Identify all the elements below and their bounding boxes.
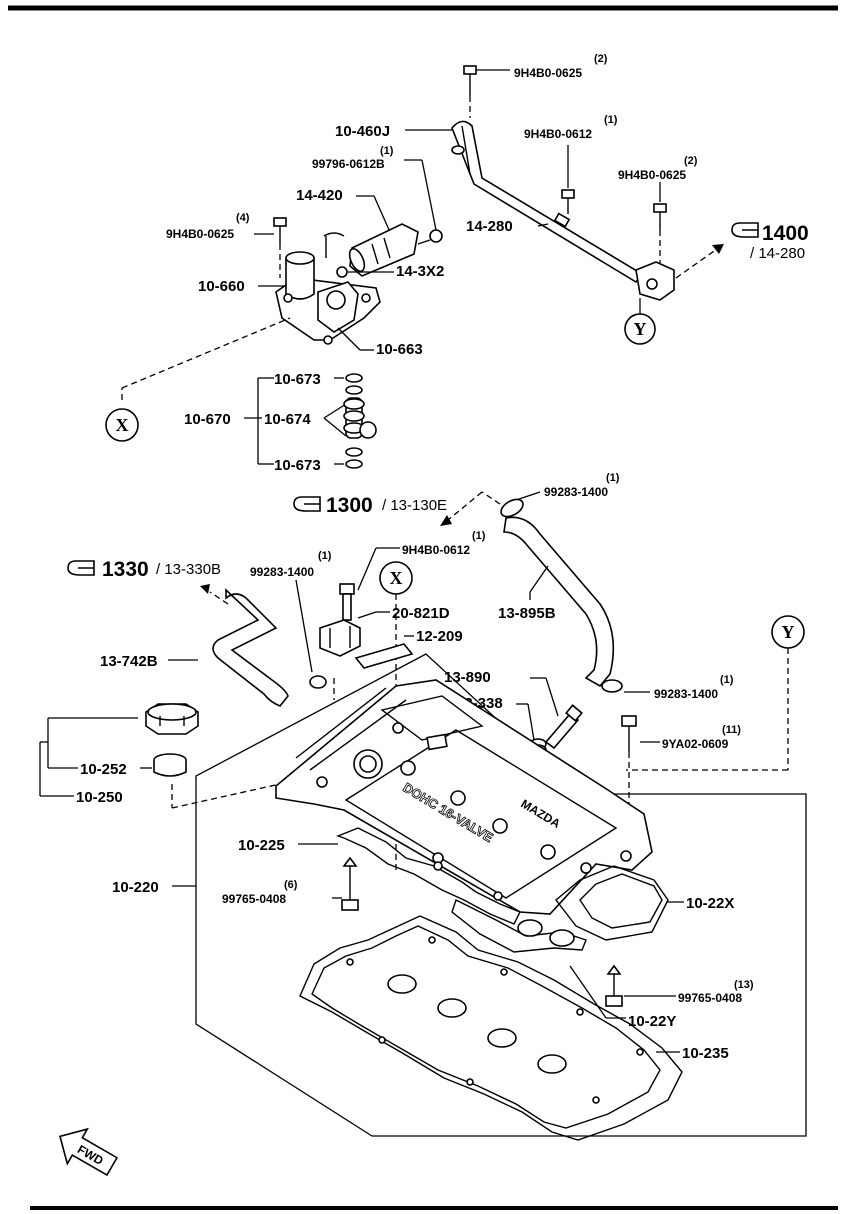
- cap-seal-10-252: [153, 753, 187, 777]
- ref-1400-sub: / 14-280: [750, 245, 805, 262]
- ref-1330-number: 1330: [102, 558, 149, 581]
- qty-99796-0612b: (1): [380, 145, 394, 157]
- label-10-225: 10-225: [238, 837, 285, 854]
- label-10-220: 10-220: [112, 879, 159, 896]
- gasket-10-22y: [451, 899, 587, 953]
- hose-13-895b: [503, 516, 615, 688]
- qty-9h4b0-0612-mid: (1): [472, 530, 486, 542]
- label-99796-0612b: 99796-0612B: [312, 157, 385, 171]
- bolt-99765-0408-right: [605, 964, 623, 1007]
- housing-10-660: [275, 232, 381, 345]
- label-9h4b0-0625-top: 9H4B0-0625: [514, 66, 582, 80]
- qty-9h4b0-0612-top: (1): [604, 114, 618, 126]
- qty-99765-0408-left: (6): [284, 879, 298, 891]
- oil-filler-cap: [145, 703, 199, 735]
- screw-99796-0612b: [417, 229, 443, 245]
- ref-1400-number: 1400: [762, 222, 809, 245]
- qty-9h4b0-0625-top: (2): [594, 53, 608, 65]
- label-10-663: 10-663: [376, 341, 423, 358]
- callout-x-mid-text: X: [390, 568, 403, 588]
- pcv-valve-13-890: [544, 704, 583, 750]
- label-13-742b: 13-742B: [100, 653, 158, 670]
- label-plate-12-209: [354, 643, 414, 669]
- bolt-9h4b0-0625-left: [273, 217, 287, 278]
- gasket-10-235: [299, 915, 683, 1141]
- label-99283-1400-left: 99283-1400: [250, 565, 314, 579]
- bracket-20-821d: [319, 619, 361, 657]
- label-14-280: 14-280: [466, 218, 513, 235]
- fwd-arrow-icon: FWD: [59, 1127, 119, 1177]
- label-12-209: 12-209: [416, 628, 463, 645]
- reference-1330: 1330 / 13-330B: [67, 558, 221, 581]
- label-10-673-a: 10-673: [274, 371, 321, 388]
- label-99765-0408-right: 99765-0408: [678, 991, 742, 1005]
- label-10-22x: 10-22X: [686, 895, 734, 912]
- qty-9h4b0-0625-left: (4): [236, 212, 250, 224]
- label-10-250: 10-250: [76, 789, 123, 806]
- gasket-10-225: [335, 827, 521, 925]
- pointing-hand-icon: [67, 560, 95, 576]
- bolt-9h4b0-0612-mid: [339, 583, 355, 621]
- qty-99283-1400-left: (1): [318, 550, 332, 562]
- seal-10-674: [343, 397, 377, 439]
- label-99765-0408-left: 99765-0408: [222, 892, 286, 906]
- bolt-99765-0408-left: [341, 856, 359, 911]
- callout-y-top-text: Y: [634, 319, 647, 339]
- label-10-670: 10-670: [184, 411, 231, 428]
- ref-1330-sub: / 13-330B: [156, 561, 221, 578]
- bolt-9h4b0-0612-top: [561, 189, 575, 214]
- callout-y-right-text: Y: [782, 622, 795, 642]
- pointing-hand-icon: [293, 496, 321, 512]
- pipe-end-fitting: [635, 261, 675, 301]
- hose-13-742b: [212, 588, 289, 707]
- label-10-460j: 10-460J: [335, 123, 390, 140]
- bolt-9h4b0-0625-top: [463, 65, 477, 118]
- label-13-895b: 13-895B: [498, 605, 556, 622]
- oring-10-673-bottom: [345, 447, 363, 469]
- label-14-420: 14-420: [296, 187, 343, 204]
- label-9ya02-0609: 9YA02-0609: [662, 737, 729, 751]
- label-10-674: 10-674: [264, 411, 311, 428]
- qty-99283-1400-top: (1): [606, 472, 620, 484]
- label-14-3x2: 14-3X2: [396, 263, 444, 280]
- cylinder-head-cover: DOHC 16-VALVE MAZDA: [275, 679, 653, 915]
- clamp-99283-1400-top: [500, 498, 524, 518]
- label-10-235: 10-235: [682, 1045, 729, 1062]
- clamp-99283-1400-left: [309, 675, 327, 689]
- label-20-821d: 20-821D: [392, 605, 450, 622]
- callout-y-top: [624, 313, 656, 345]
- valve-14-420: [348, 223, 419, 277]
- label-10-22y: 10-22Y: [628, 1013, 676, 1030]
- label-99283-1400-right: 99283-1400: [654, 687, 718, 701]
- ref-1300-sub: / 13-130E: [382, 497, 447, 514]
- label-9h4b0-0612-top: 9H4B0-0612: [524, 127, 592, 141]
- pipe-14-280: [451, 120, 644, 284]
- oring-10-673-top: [345, 373, 363, 395]
- label-9h4b0-0625-left: 9H4B0-0625: [166, 227, 234, 241]
- bolt-9h4b0-0625-right: [653, 203, 667, 264]
- ref-1300-number: 1300: [326, 494, 373, 517]
- label-10-660: 10-660: [198, 278, 245, 295]
- reference-1300: 1300 / 13-130E: [293, 494, 447, 517]
- qty-99765-0408-right: (13): [734, 979, 754, 991]
- label-10-252: 10-252: [80, 761, 127, 778]
- qty-9h4b0-0625-right: (2): [684, 155, 698, 167]
- callout-x-top: [105, 408, 139, 442]
- qty-9ya02-0609: (11): [722, 724, 741, 736]
- label-10-673-b: 10-673: [274, 457, 321, 474]
- oring-14-3x2: [336, 266, 348, 278]
- pointing-hand-icon: [731, 222, 759, 238]
- gasket-10-22x: [555, 865, 669, 941]
- label-9h4b0-0625-right: 9H4B0-0625: [618, 168, 686, 182]
- clamp-99283-1400-right: [601, 679, 623, 693]
- label-99283-1400-top: 99283-1400: [544, 485, 608, 499]
- reference-1400: 1400 / 14-280: [731, 222, 809, 262]
- callout-x-top-text: X: [116, 415, 129, 435]
- qty-99283-1400-right: (1): [720, 674, 734, 686]
- label-9h4b0-0612-mid: 9H4B0-0612: [402, 543, 470, 557]
